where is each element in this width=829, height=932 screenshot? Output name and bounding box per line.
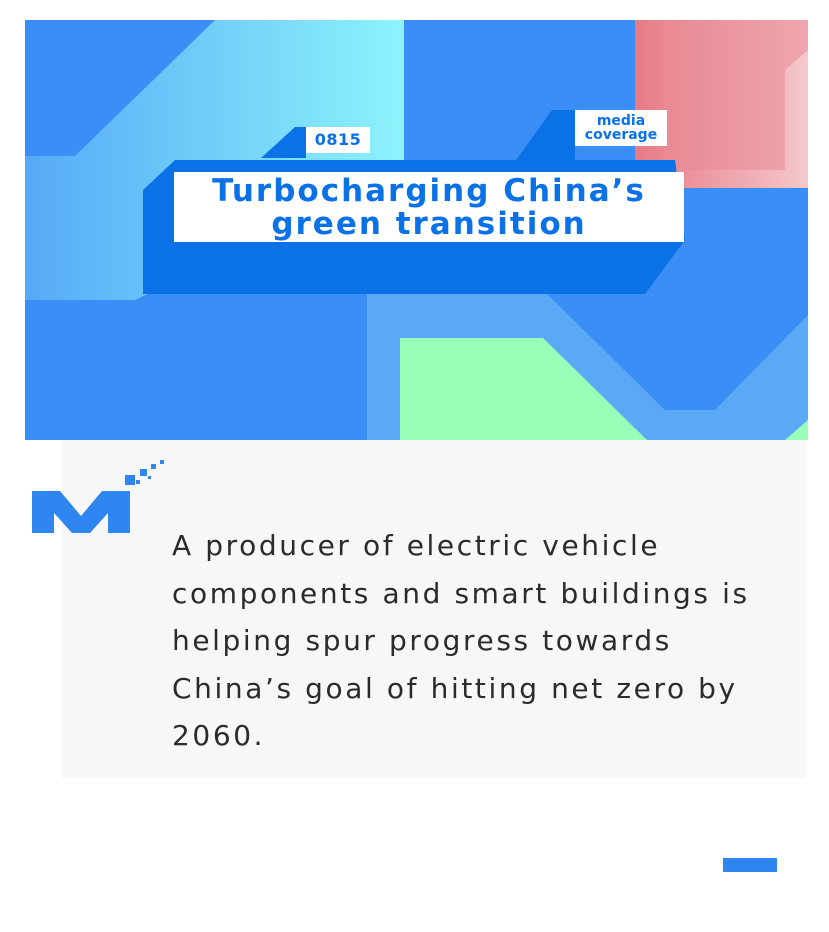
category-tag-line1: media xyxy=(596,113,646,129)
article-banner: 0815 media coverage Turbocharging China’… xyxy=(25,20,808,440)
summary-card xyxy=(62,440,806,778)
headline: Turbocharging China’s green transition xyxy=(174,172,684,242)
headline-line2: green transition xyxy=(271,206,587,242)
date-tag-text: 0815 xyxy=(314,130,362,149)
category-tag: media coverage xyxy=(575,110,667,146)
date-tag: 0815 xyxy=(306,127,370,153)
corner-accent-bar xyxy=(723,858,777,872)
category-tag-line2: coverage xyxy=(584,127,658,143)
m-logo-icon xyxy=(32,460,164,533)
headline-line1: Turbocharging China’s xyxy=(212,173,646,209)
article-summary: A producer of electric vehicle component… xyxy=(172,529,750,752)
